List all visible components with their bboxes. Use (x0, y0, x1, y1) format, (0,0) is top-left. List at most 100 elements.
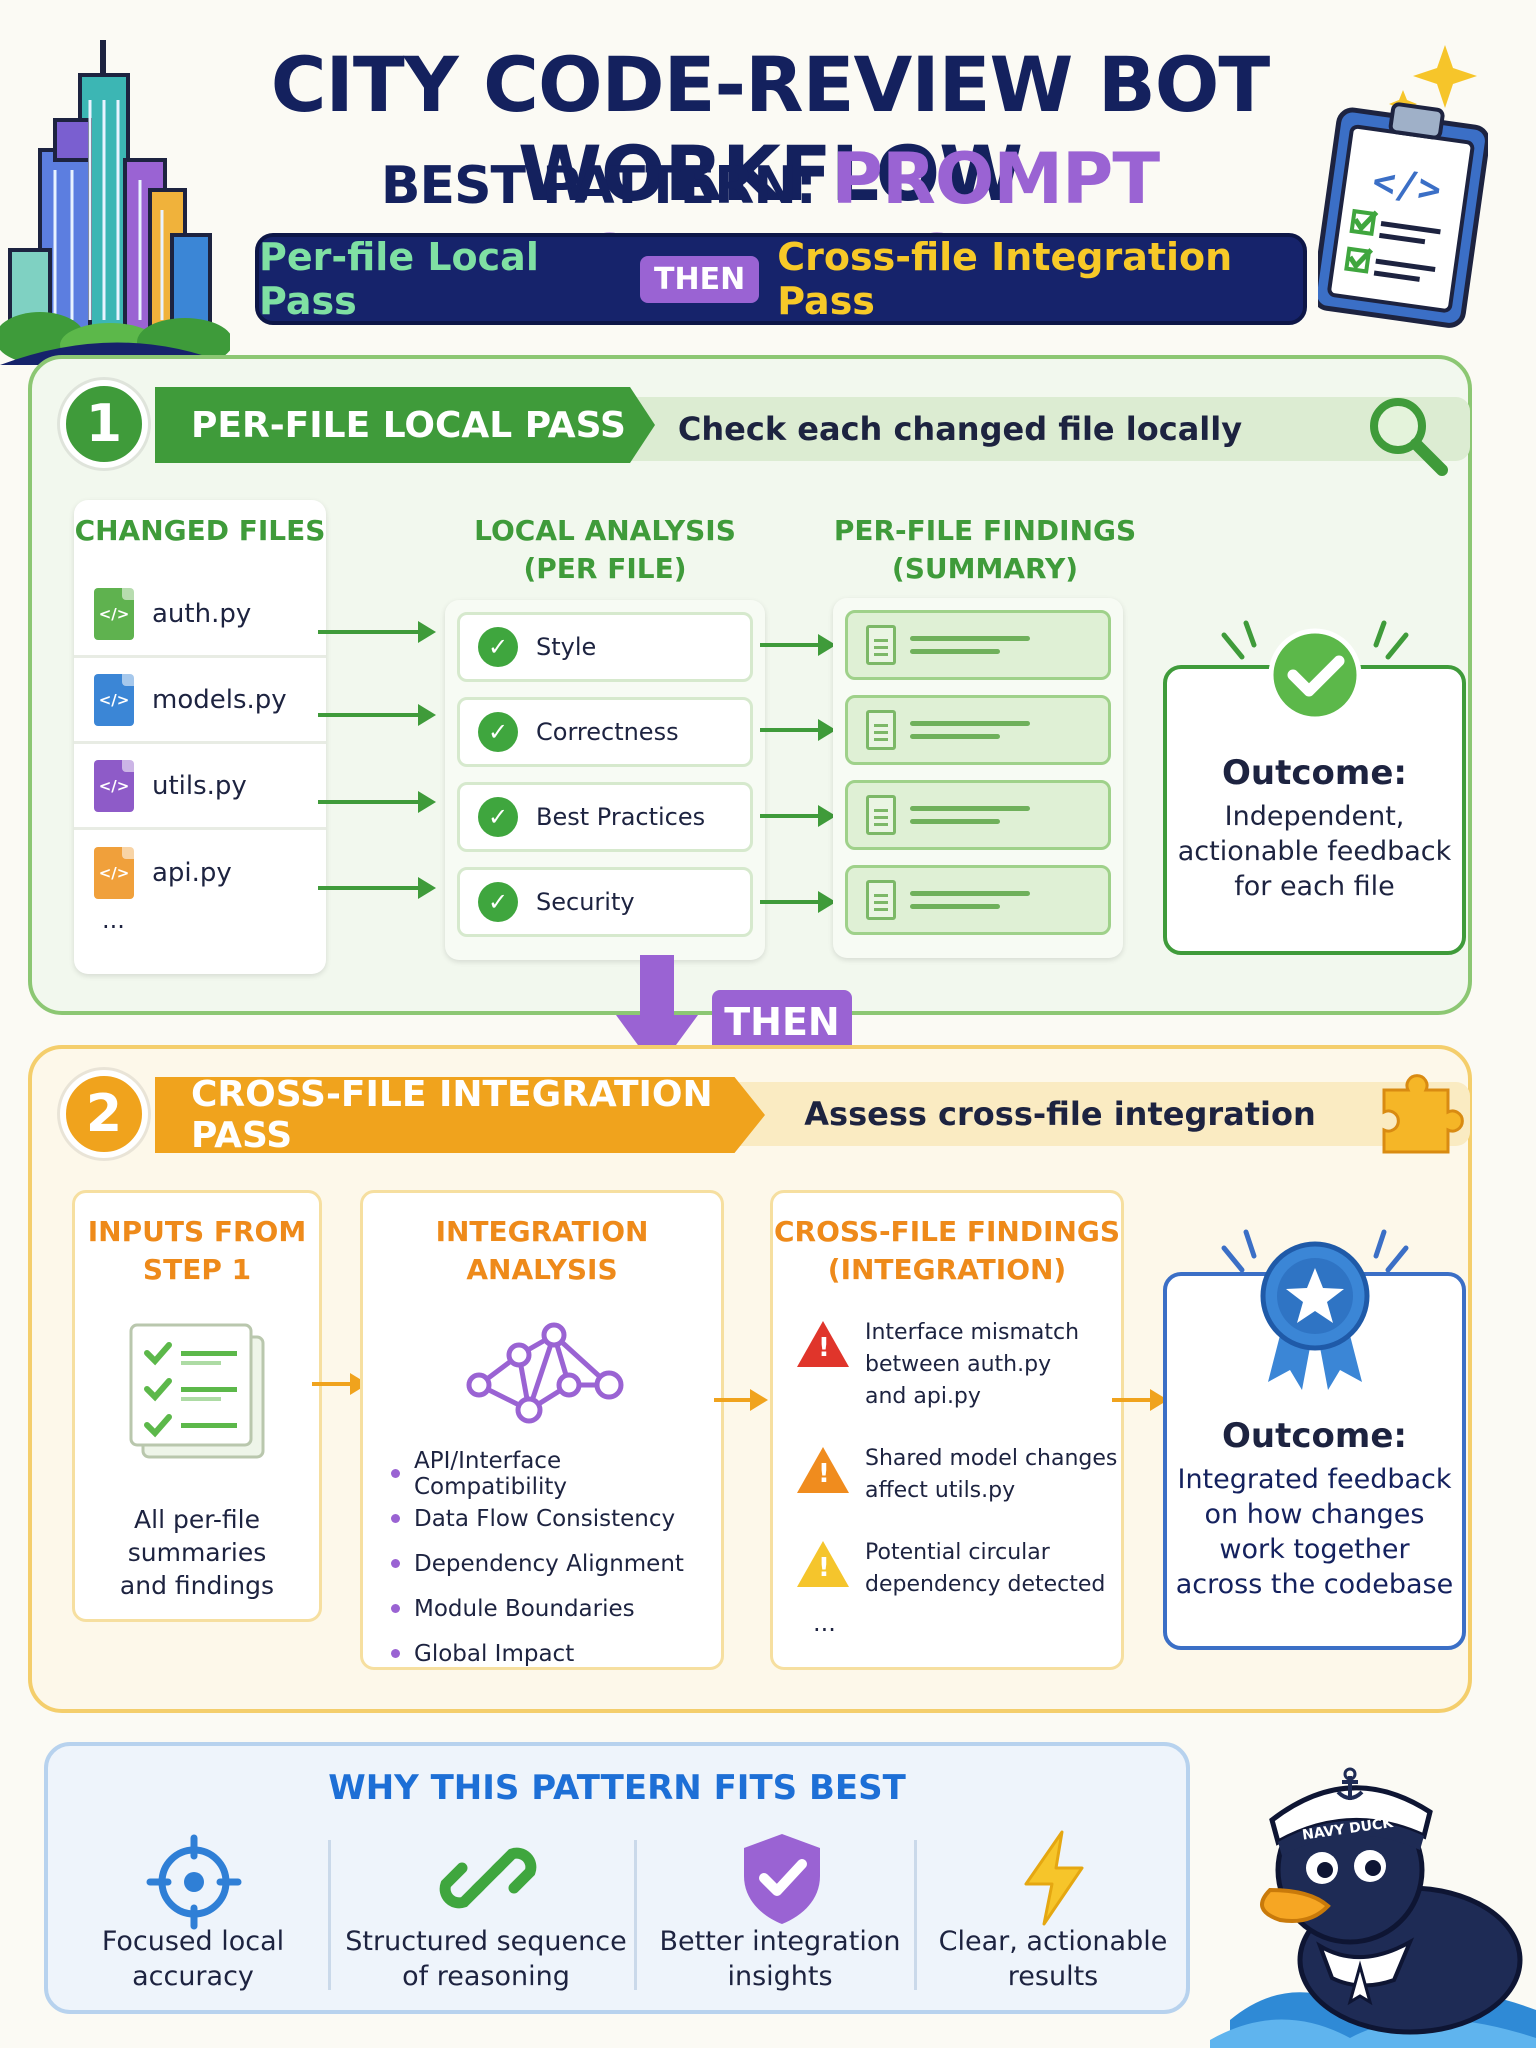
finding-text: Interface mismatch (865, 1320, 1080, 1345)
file-row[interactable]: </> auth.py (74, 572, 326, 658)
check-label: Correctness (536, 718, 679, 746)
why-item-line: Better integration (659, 1926, 901, 1957)
finding-text: and api.py (865, 1384, 981, 1409)
cross-file-findings-card: CROSS-FILE FINDINGS (INTEGRATION) ! Inte… (770, 1190, 1124, 1670)
award-ribbon-icon (1221, 1229, 1409, 1390)
then-badge: THEN (712, 990, 852, 1054)
file-row[interactable]: </> api.py (74, 830, 326, 916)
clipboard-code-icon: </> (1318, 102, 1488, 328)
check-label: Style (536, 633, 597, 661)
why-item-line: insights (727, 1961, 833, 1992)
divider (328, 1840, 331, 1990)
document-icon (866, 795, 896, 835)
document-icon (866, 710, 896, 750)
check-label: Security (536, 888, 635, 916)
cross-file-findings-heading: CROSS-FILE FINDINGS (INTEGRATION) (773, 1213, 1121, 1289)
summary-banner: Per-file Local Pass THEN Cross-file Inte… (255, 233, 1307, 325)
finding-summary-row[interactable] (845, 865, 1111, 935)
step1-outcome-title: Outcome: (1222, 753, 1407, 793)
finding-item[interactable]: ! Potential circular dependency detected (797, 1537, 1121, 1601)
flow-arrow (760, 719, 836, 741)
success-check-icon (1221, 620, 1409, 722)
flow-arrow (760, 891, 836, 913)
finding-item[interactable]: ! Shared model changes affect utils.py (797, 1443, 1121, 1507)
chain-link-icon (439, 1847, 537, 1909)
svg-text:</>: </> (1370, 159, 1444, 212)
check-row-style[interactable]: ✓ Style (457, 612, 753, 682)
step1-title-ribbon: PER-FILE LOCAL PASS (155, 387, 655, 463)
analysis-item: API/Interface Compatibility (391, 1448, 721, 1500)
why-item-line: results (1007, 1961, 1099, 1992)
caution-icon: ! (797, 1541, 849, 1587)
finding-item[interactable]: ! Interface mismatch between auth.py and… (797, 1317, 1121, 1413)
step1-outcome-line: for each file (1234, 871, 1395, 902)
inputs-card: INPUTS FROM STEP 1 All per-file summarie… (72, 1190, 322, 1622)
file-row[interactable]: </> models.py (74, 658, 326, 744)
step1-outcome-line: Independent, (1224, 801, 1405, 832)
step2-outcome-card: Outcome: Integrated feedback on how chan… (1163, 1272, 1466, 1650)
finding-summary-row[interactable] (845, 695, 1111, 765)
stacked-checklist-icon (129, 1323, 265, 1459)
local-analysis-heading: LOCAL ANALYSIS (PER FILE) (440, 512, 770, 588)
findings-more: ... (813, 1609, 836, 1637)
local-analysis-heading-line1: LOCAL ANALYSIS (474, 514, 736, 547)
finding-summary-row[interactable] (845, 780, 1111, 850)
python-file-icon: </> (94, 673, 134, 726)
flow-arrow (312, 1373, 368, 1395)
banner-then-badge: THEN (640, 255, 760, 303)
integration-analysis-heading: INTEGRATION ANALYSIS (435, 1215, 649, 1286)
step2-number-badge: 2 (60, 1070, 148, 1158)
file-row[interactable]: </> utils.py (74, 744, 326, 830)
cross-file-findings-heading-line1: CROSS-FILE FINDINGS (773, 1215, 1121, 1248)
finding-text: dependency detected (865, 1572, 1106, 1597)
step1-description-bar: Check each changed file locally (600, 397, 1470, 461)
step2-outcome-title: Outcome: (1222, 1416, 1407, 1456)
python-file-icon: </> (94, 587, 134, 640)
inputs-text-line: All per-file (134, 1505, 260, 1534)
check-row-correctness[interactable]: ✓ Correctness (457, 697, 753, 767)
check-label: Best Practices (536, 803, 706, 831)
finding-summary-row[interactable] (845, 610, 1111, 680)
files-more: ... (102, 906, 125, 934)
finding-text: Potential circular (865, 1540, 1050, 1565)
flow-arrow (318, 791, 436, 813)
check-row-security[interactable]: ✓ Security (457, 867, 753, 937)
inputs-heading-line1: INPUTS FROM (87, 1215, 307, 1248)
local-analysis-heading-line2: (PER FILE) (523, 552, 687, 585)
inputs-heading: INPUTS FROM STEP 1 (75, 1213, 319, 1289)
flow-arrow (1112, 1389, 1168, 1411)
checkmark-icon: ✓ (478, 712, 518, 752)
why-item: Focused local accuracy (58, 1924, 328, 1994)
error-alert-icon: ! (797, 1321, 849, 1367)
divider (914, 1840, 917, 1990)
shield-check-icon (744, 1834, 820, 1924)
banner-right-text: Cross-file Integration Pass (777, 235, 1233, 323)
flow-arrow (318, 704, 436, 726)
file-name: utils.py (152, 770, 247, 801)
why-item: Clear, actionable results (918, 1924, 1188, 1994)
python-file-icon: </> (94, 847, 134, 899)
step1-outcome-line: actionable feedback (1177, 836, 1452, 867)
magnifier-icon (1370, 398, 1448, 476)
checkmark-icon: ✓ (478, 797, 518, 837)
flow-arrow (714, 1389, 768, 1411)
flow-arrow (760, 805, 836, 827)
divider (634, 1840, 637, 1990)
network-graph-icon (466, 1322, 624, 1424)
flow-arrow (318, 877, 436, 899)
cross-file-findings-heading-line2: (INTEGRATION) (827, 1253, 1067, 1286)
inputs-heading-line2: STEP 1 (142, 1253, 252, 1286)
step1-title: PER-FILE LOCAL PASS (191, 404, 626, 446)
inputs-text: All per-file summaries and findings (75, 1503, 319, 1602)
step1-description: Check each changed file locally (677, 410, 1243, 448)
step2-description: Assess cross-file integration (804, 1095, 1316, 1133)
python-file-icon: </> (94, 759, 134, 812)
per-file-findings-heading: PER-FILE FINDINGS (SUMMARY) (820, 512, 1150, 588)
check-row-best-practices[interactable]: ✓ Best Practices (457, 782, 753, 852)
navy-duck-mascot: NAVY DUCK (1210, 1767, 1536, 2048)
inputs-text-line: and findings (119, 1571, 275, 1600)
finding-text: between auth.py (865, 1352, 1052, 1377)
finding-text: Shared model changes (865, 1446, 1118, 1471)
page-title: CITY CODE-REVIEW BOT WORKFLOW (270, 40, 1270, 218)
why-item-line: Clear, actionable (938, 1926, 1168, 1957)
